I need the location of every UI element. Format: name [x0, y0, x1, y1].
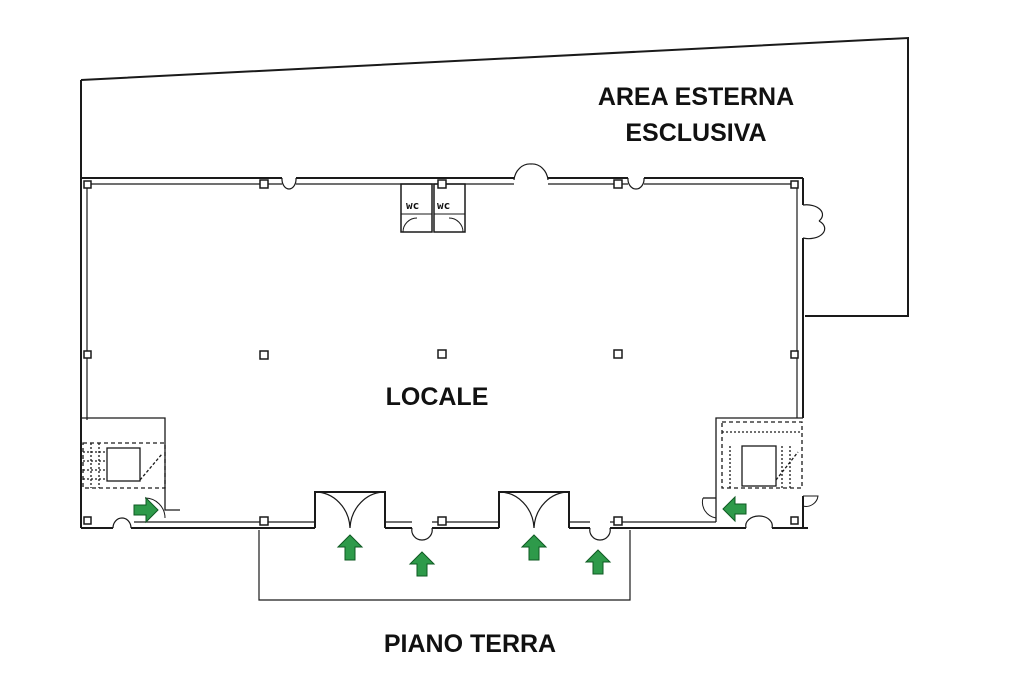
floor-label: PIANO TERRA [383, 630, 557, 658]
green-exit-arrow-icon [584, 549, 612, 575]
green-exit-arrow-icon [133, 496, 159, 524]
door-swing-icon [802, 204, 826, 240]
green-exit-arrow-icon [336, 534, 364, 561]
wc-label: wc [437, 199, 451, 212]
wc-label: wc [406, 199, 420, 212]
wc-block [400, 183, 466, 233]
door-swing-icon [112, 491, 773, 541]
room-label: LOCALE [385, 383, 489, 411]
outdoor-area-boundary [80, 36, 909, 317]
staircase-icon [81, 417, 180, 519]
green-exit-arrow-icon [408, 551, 436, 577]
outdoor-area-label: AREA ESTERNA [597, 83, 795, 111]
north-wall [81, 177, 803, 185]
front-exterior-area [258, 530, 631, 601]
west-wall [80, 178, 88, 528]
green-exit-arrow-icon [520, 534, 548, 561]
south-wall [81, 521, 808, 529]
entrance-portico [314, 491, 570, 528]
green-exit-arrow-icon [722, 495, 747, 523]
pillar-square-icon [83, 179, 799, 526]
staircase-icon [701, 417, 819, 522]
east-wall [796, 178, 804, 528]
door-swing-icon [402, 217, 464, 233]
door-swing-icon [281, 163, 645, 190]
outdoor-area-label-line2: ESCLUSIVA [625, 119, 767, 147]
